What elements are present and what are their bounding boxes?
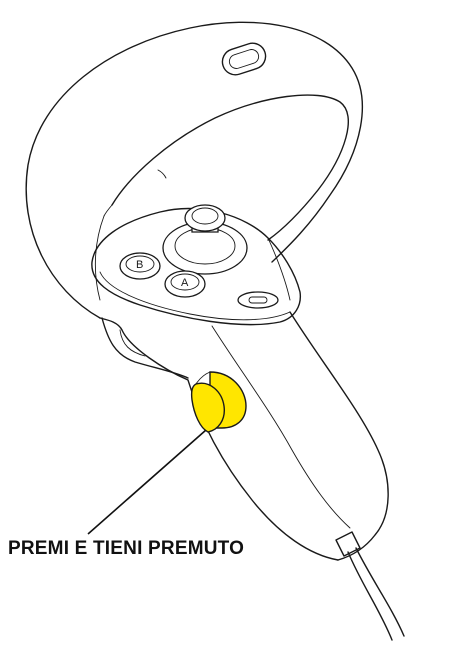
a-button-label: A	[181, 277, 189, 289]
b-button: B	[120, 253, 160, 279]
tracking-ring-depth	[95, 216, 104, 300]
ring-oval-button	[219, 40, 269, 78]
a-button: A	[165, 271, 205, 297]
handle-right-edge	[290, 312, 388, 560]
callout-label: PREMI E TIENI PREMUTO	[8, 538, 244, 560]
cable-line-1	[348, 552, 392, 640]
controller-handle	[100, 312, 388, 560]
grip-button-highlight	[192, 372, 246, 432]
thumbstick	[163, 205, 247, 274]
trigger	[102, 318, 188, 378]
lanyard-cable	[336, 532, 404, 640]
oculus-menu-button	[238, 292, 278, 308]
handle-facet	[212, 326, 350, 528]
cable-line-2	[356, 548, 404, 636]
handle-left-edge	[100, 318, 338, 560]
b-button-label: B	[136, 259, 143, 271]
callout-leader-line	[88, 430, 206, 534]
